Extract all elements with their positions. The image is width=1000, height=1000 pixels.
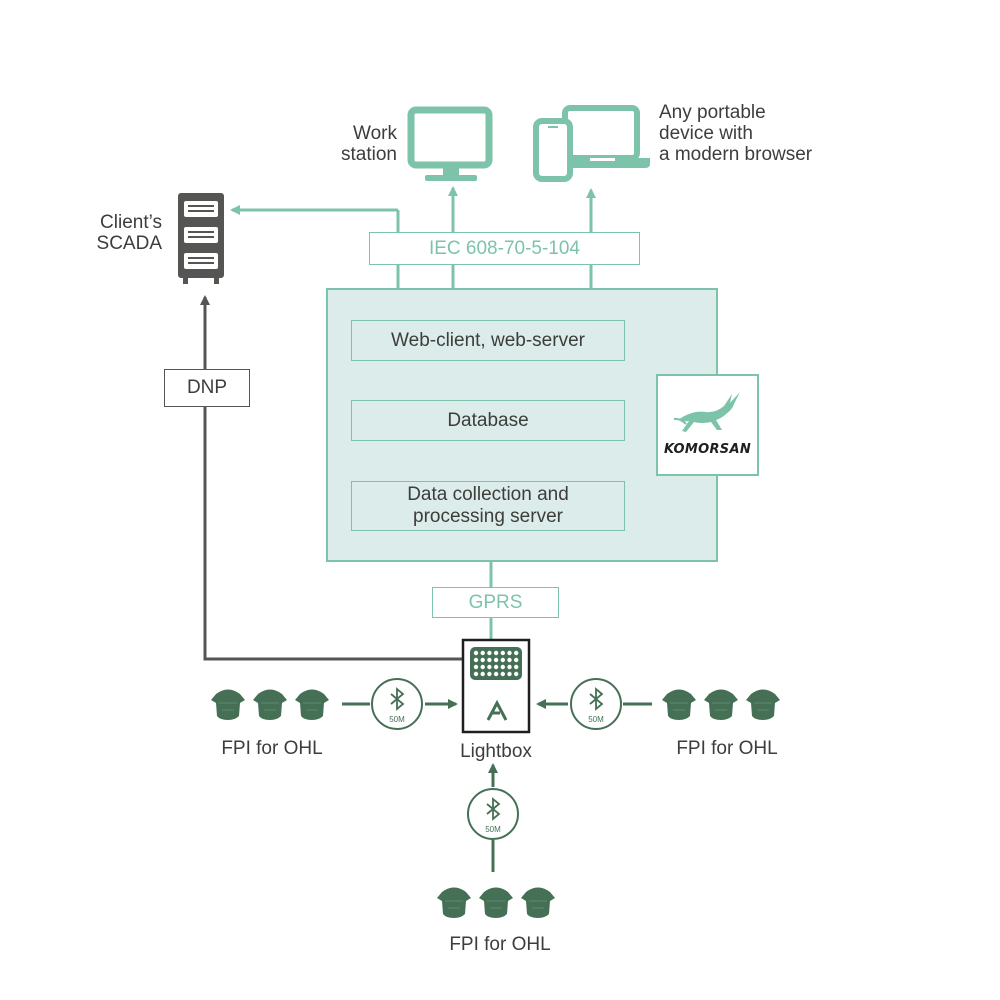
fpi-right-label: FPI for OHL (676, 738, 778, 759)
lightbox-label: Lightbox (460, 741, 532, 762)
lightbox-led (473, 671, 479, 677)
fault-indicator-icon (520, 887, 556, 919)
fpi-group-left (210, 689, 330, 721)
lightbox-led (493, 650, 499, 656)
lightbox-led (500, 657, 505, 663)
scada-label: Client’s SCADA (60, 212, 162, 254)
lightbox-led (480, 671, 485, 677)
bluetooth-badge-right (570, 678, 622, 730)
data-collection-line: Data collection and (407, 484, 569, 505)
fault-indicator-icon (661, 689, 697, 721)
lightbox-led (514, 650, 519, 656)
lightbox-led (493, 657, 499, 663)
bt-range-right: 50M (588, 715, 604, 724)
lightbox-led (487, 657, 492, 663)
bt-range-left: 50M (389, 715, 405, 724)
lightbox-led (507, 671, 512, 677)
workstation-label-line: Work (353, 123, 397, 144)
lightbox-led (493, 664, 499, 670)
lightbox-led (487, 650, 492, 656)
lightbox-led (473, 650, 479, 656)
lightbox-led (514, 664, 519, 670)
bluetooth-icon (486, 797, 501, 821)
lightbox-led (473, 657, 479, 663)
lightbox-led (514, 657, 519, 663)
fault-indicator-icon (252, 689, 288, 721)
brand-logo-box: KOMORSAN (656, 374, 759, 476)
web-server-box: Web-client, web-server (351, 320, 625, 361)
portable-device-label: Any portable device with a modern browse… (659, 102, 859, 165)
lightbox-led (487, 671, 492, 677)
lightbox-led (514, 671, 519, 677)
connector-lightbox-to-scada-dnp (200, 295, 463, 661)
antelope-logo-icon (673, 392, 740, 432)
fault-indicator-icon (703, 689, 739, 721)
lightbox-led (480, 657, 485, 663)
laptop-icon (555, 105, 650, 168)
lightbox-led (507, 657, 512, 663)
lightbox-led (493, 671, 499, 677)
lightbox-led (480, 664, 485, 670)
fpi-bottom-label: FPI for OHL (449, 934, 551, 955)
fault-indicator-icon (745, 689, 781, 721)
fault-indicator-icon (478, 887, 514, 919)
scada-label-line: SCADA (96, 233, 162, 254)
fpi-left-label: FPI for OHL (221, 738, 323, 759)
lightbox-led (500, 671, 505, 677)
bluetooth-badge-bottom (467, 788, 519, 840)
bluetooth-icon (390, 687, 405, 711)
lightbox-led (500, 664, 505, 670)
server-rack-icon (178, 193, 224, 284)
bluetooth-badge-left (371, 678, 423, 730)
portable-label-line: a modern browser (659, 144, 813, 165)
brand-wordmark: KOMORSAN (664, 442, 751, 457)
fpi-group-right (661, 689, 781, 721)
fpi-group-bottom (436, 887, 556, 919)
lightbox-led (473, 664, 479, 670)
dnp-protocol-box: DNP (164, 369, 250, 407)
data-collection-box: Data collection and processing server (351, 481, 625, 531)
lightbox-led (500, 650, 505, 656)
iec-protocol-box: IEC 608-70-5-104 (369, 232, 640, 265)
portable-label-line: Any portable (659, 102, 766, 123)
bluetooth-icon (589, 687, 604, 711)
portable-label-line: device with (659, 123, 753, 144)
bt-range-bottom: 50M (485, 825, 501, 834)
data-collection-line: processing server (413, 506, 563, 527)
workstation-label: Work station (300, 123, 397, 165)
lightbox-led (507, 664, 512, 670)
fault-indicator-icon (294, 689, 330, 721)
workstation-label-line: station (341, 144, 397, 165)
gprs-protocol-box: GPRS (432, 587, 559, 618)
lightbox-icon (461, 638, 531, 734)
database-box: Database (351, 400, 625, 441)
lightbox-led (480, 650, 485, 656)
phone-icon (533, 118, 573, 182)
lightbox-led (487, 664, 492, 670)
monitor-icon (407, 106, 493, 181)
fault-indicator-icon (210, 689, 246, 721)
fault-indicator-icon (436, 887, 472, 919)
scada-label-line: Client’s (100, 212, 162, 233)
lightbox-led (507, 650, 512, 656)
